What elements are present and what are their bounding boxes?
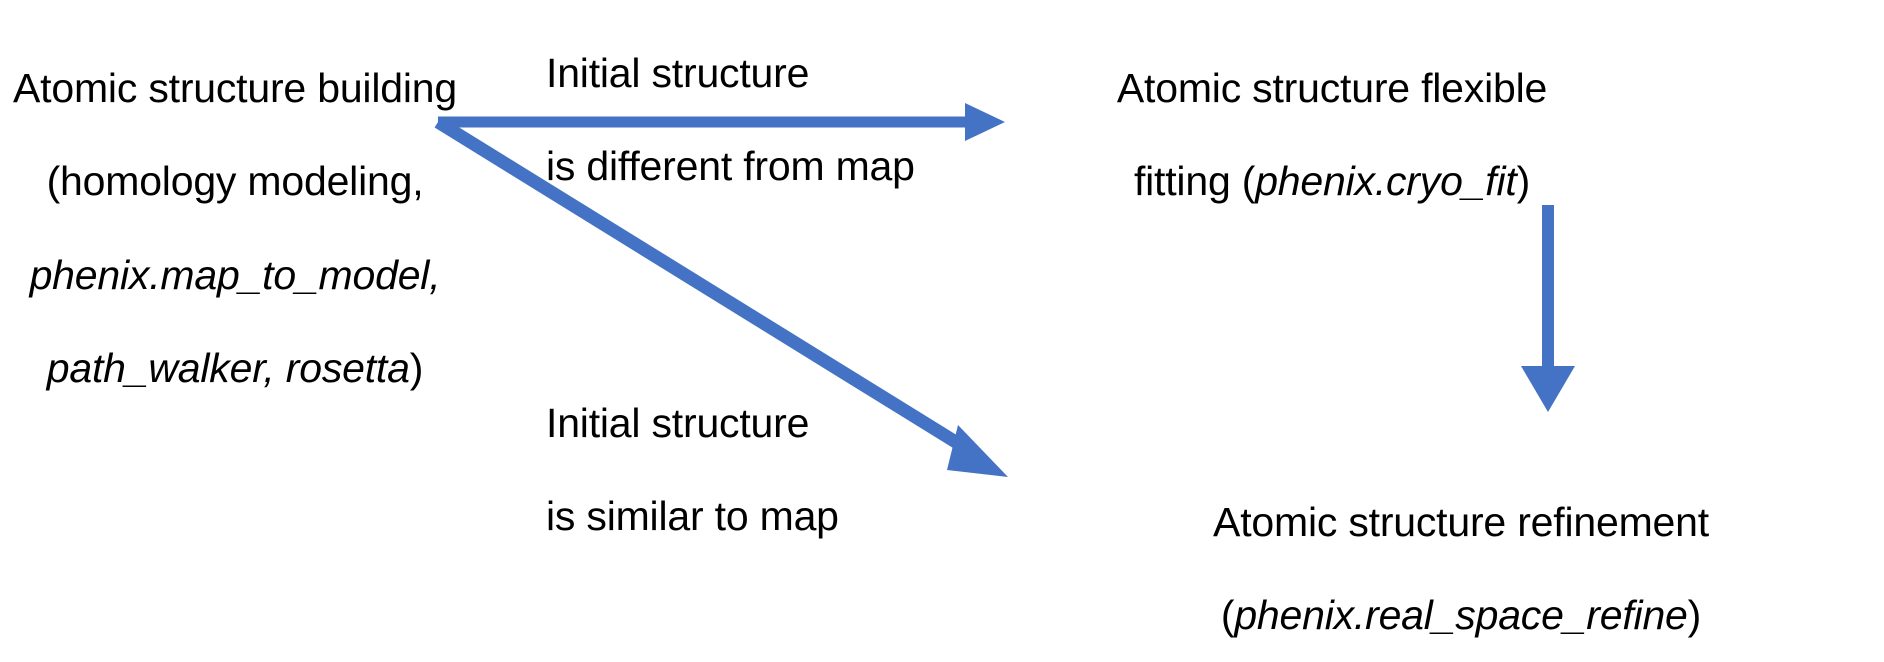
node-refinement-line-1: Atomic structure refinement (1213, 498, 1709, 545)
node-flexible-fitting-line-1: Atomic structure flexible (1116, 64, 1548, 111)
node-building-line-2: (homology modeling, (46, 158, 424, 205)
node-refinement-line-2-head: ( (1220, 592, 1235, 639)
node-building-line-4: path_walker, rosetta) (0, 345, 470, 392)
node-flexible-fitting-line-2-tail: ) (1516, 158, 1531, 205)
edge-label-similar-line-2: is similar to map (546, 493, 839, 540)
edge-label-different-line-2: is different from map (546, 143, 915, 190)
node-atomic-structure-building: Atomic structure building (homology mode… (0, 18, 470, 439)
node-refinement-line-2-tail: ) (1687, 592, 1702, 639)
edge-label-is-different-from-map: Initial structure is different from map (546, 3, 966, 237)
edge-label-similar-line-1: Initial structure (546, 399, 810, 446)
node-flexible-fitting-command: phenix.cryo_fit (1255, 158, 1517, 205)
node-atomic-structure-refinement: Atomic structure refinement (phenix.real… (1038, 452, 1884, 662)
node-building-line-1: Atomic structure building (13, 64, 457, 111)
edge-label-is-similar-to-map: Initial structure is similar to map (546, 353, 946, 587)
node-building-line-3: phenix.map_to_model, (29, 251, 441, 298)
node-building-line-4-tail: ) (409, 345, 424, 392)
node-refinement-command: phenix.real_space_refine (1234, 592, 1688, 639)
node-atomic-structure-flexible-fitting: Atomic structure flexible fitting (pheni… (1072, 18, 1592, 252)
node-refinement-line-2: (phenix.real_space_refine) (1038, 592, 1884, 639)
node-flexible-fitting-line-2-head: fitting ( (1133, 158, 1256, 205)
edge-label-different-line-1: Initial structure (546, 49, 810, 96)
node-flexible-fitting-line-2: fitting (phenix.cryo_fit) (1072, 158, 1592, 205)
node-building-line-4-italic: path_walker, rosetta (46, 345, 410, 392)
